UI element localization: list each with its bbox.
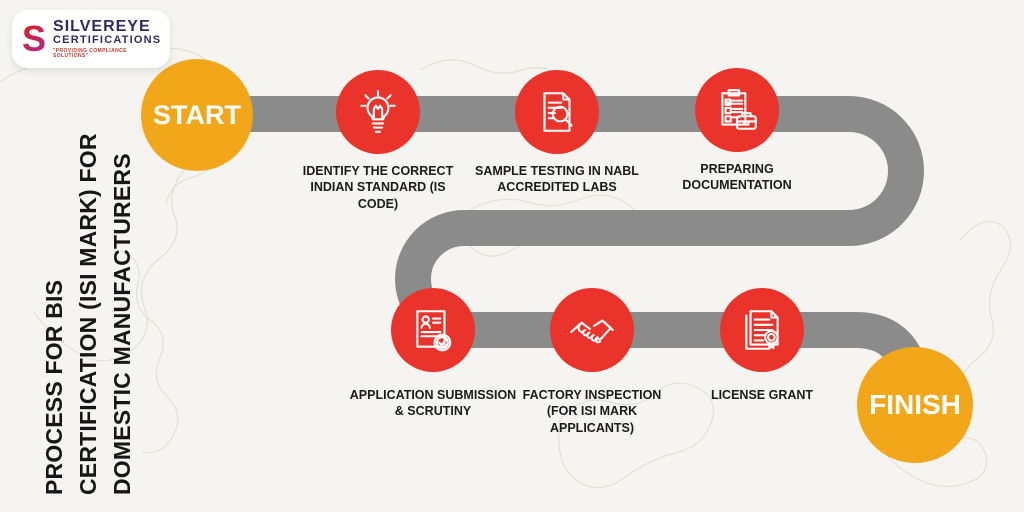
step-4-label: APPLICATION SUBMISSION & SCRUTINY [349,388,517,419]
step-identify-standard: IDENTIFY THE CORRECT INDIAN STANDARD (IS… [293,70,463,212]
step-4-circle [391,288,475,372]
lightbulb-icon [360,90,396,133]
brand-tagline: "PROVIDING COMPLIANCE SOLUTIONS" [53,47,127,60]
certificate-seal-icon [745,310,779,350]
finish-node: FINISH [857,347,973,463]
step-1-label: IDENTIFY THE CORRECT INDIAN STANDARD (IS… [302,164,454,211]
step-preparing-documentation: PREPARING DOCUMENTATION [652,68,822,194]
finish-label: FINISH [869,389,961,420]
document-search-icon [543,92,573,132]
step-5-label: FACTORY INSPECTION (FOR ISI MARK APPLICA… [522,388,662,435]
step-application-submission: APPLICATION SUBMISSION & SCRUTINY [348,288,518,420]
step-6-circle [720,288,804,372]
step-sample-testing: SAMPLE TESTING IN NABL ACCREDITED LABS [472,70,642,196]
step-2-label: SAMPLE TESTING IN NABL ACCREDITED LABS [475,164,639,195]
start-label: START [153,99,241,130]
step-5-circle [550,288,634,372]
start-node: START [141,59,253,171]
brand-monogram: S [22,18,47,59]
step-6-label: LICENSE GRANT [710,388,814,402]
page-title-line-3: DOMESTIC MANUFACTURERS [109,153,135,495]
brand-text: SILVEREYE CERTIFICATIONS "PROVIDING COMP… [53,17,162,60]
brand-subname: CERTIFICATIONS [53,34,162,47]
page-title-line-1: PROCESS FOR BIS [41,279,67,495]
step-2-circle [515,70,599,154]
handshake-icon [570,319,614,344]
step-factory-inspection: FACTORY INSPECTION (FOR ISI MARK APPLICA… [507,288,677,436]
clipboard-briefcase-icon [721,89,757,130]
step-3-circle [695,68,779,152]
page-title-line-2: CERTIFICATION (ISI MARK) FOR [75,133,101,495]
step-1-circle [336,70,420,154]
step-3-label: PREPARING DOCUMENTATION [682,162,792,193]
step-license-grant: LICENSE GRANT [677,288,847,403]
application-check-icon [416,310,452,352]
page-title: PROCESS FOR BIS CERTIFICATION (ISI MARK)… [34,85,142,495]
brand-name: SILVEREYE [53,17,151,35]
brand-logo: S SILVEREYE CERTIFICATIONS "PROVIDING CO… [12,10,170,68]
